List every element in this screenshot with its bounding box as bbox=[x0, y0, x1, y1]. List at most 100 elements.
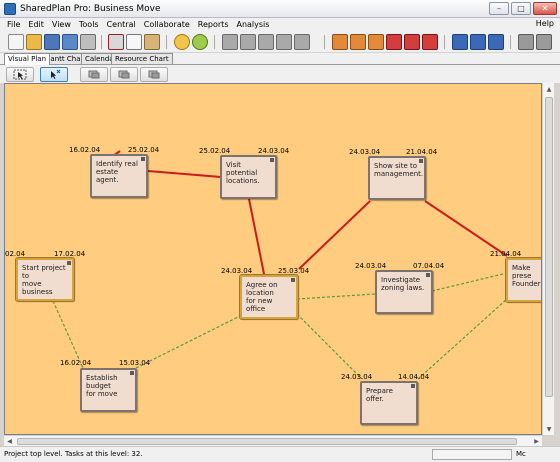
level-up-button[interactable] bbox=[140, 67, 168, 82]
tab-resource-chart[interactable]: Resource Chart bbox=[111, 53, 173, 64]
task-unlink-icon[interactable] bbox=[422, 34, 438, 50]
outline-icon[interactable] bbox=[222, 34, 238, 50]
resource-remove-icon[interactable] bbox=[368, 34, 384, 50]
new-document-icon[interactable] bbox=[8, 34, 24, 50]
group-button[interactable] bbox=[80, 67, 108, 82]
resource-assign-icon[interactable] bbox=[350, 34, 366, 50]
task-make-presentation[interactable]: Make prese Founders. bbox=[505, 257, 541, 303]
task-show-site[interactable]: Show site to management. bbox=[368, 156, 426, 200]
app-icon bbox=[4, 2, 16, 15]
menu-file[interactable]: File bbox=[7, 20, 21, 29]
scroll-right-icon[interactable]: ▶ bbox=[534, 438, 539, 445]
menu-central[interactable]: Central bbox=[106, 20, 136, 29]
undo-icon[interactable] bbox=[174, 34, 190, 50]
redo-icon[interactable] bbox=[192, 34, 208, 50]
outline-move-icon[interactable] bbox=[258, 34, 274, 50]
menu-view[interactable]: View bbox=[51, 20, 71, 29]
task-end-date: 21.04.04 bbox=[406, 148, 438, 156]
close-button[interactable]: ✕ bbox=[533, 2, 557, 15]
task-label: Show site to management. bbox=[374, 162, 424, 178]
view-tabs: Visual Plan Gantt Chart Calendar Resourc… bbox=[0, 53, 560, 65]
menu-tools[interactable]: Tools bbox=[78, 20, 99, 29]
scroll-thumb[interactable] bbox=[17, 438, 517, 445]
dependency-link[interactable] bbox=[52, 300, 84, 369]
task-end-date: 24.03.04 bbox=[258, 147, 290, 155]
status-text: Project top level. Tasks at this level: … bbox=[4, 450, 143, 458]
task-label: Establish budget for move bbox=[86, 374, 118, 398]
save-icon[interactable] bbox=[44, 34, 60, 50]
report-icon[interactable] bbox=[488, 34, 504, 50]
outline-up-icon[interactable] bbox=[276, 34, 292, 50]
scroll-left-icon[interactable]: ◀ bbox=[7, 438, 12, 445]
copy-icon[interactable] bbox=[126, 34, 142, 50]
critical-link[interactable] bbox=[147, 170, 222, 178]
task-start-date: 24.03.04 bbox=[355, 262, 387, 270]
critical-link[interactable] bbox=[298, 200, 371, 270]
resource-icon[interactable] bbox=[332, 34, 348, 50]
scroll-thumb[interactable] bbox=[545, 97, 553, 397]
preferences-icon[interactable] bbox=[536, 34, 552, 50]
task-end-date: 25.02.04 bbox=[128, 146, 160, 154]
scroll-down-icon[interactable]: ▼ bbox=[546, 425, 552, 433]
status-mode: Mc bbox=[516, 450, 526, 458]
dependency-link[interactable] bbox=[135, 314, 243, 369]
maximize-button[interactable]: □ bbox=[511, 2, 531, 15]
task-end-date: 07.04.04 bbox=[413, 262, 445, 270]
task-start-date: 24.03.04 bbox=[221, 267, 253, 275]
vertical-scrollbar[interactable]: ▲ ▼ bbox=[542, 83, 554, 435]
main-toolbar bbox=[0, 31, 560, 53]
menu-help[interactable]: Help bbox=[535, 19, 554, 28]
print-icon[interactable] bbox=[80, 34, 96, 50]
link-mode-button[interactable] bbox=[40, 67, 68, 82]
visual-plan-canvas[interactable]: 16.02.04 25.02.04 Identify real estate a… bbox=[4, 83, 542, 435]
outline-sub-icon[interactable] bbox=[240, 34, 256, 50]
calendar-settings-icon[interactable] bbox=[452, 34, 468, 50]
task-end-date: 25.03.04 bbox=[278, 267, 310, 275]
task-identify-agent[interactable]: Identify real estate agent. bbox=[90, 154, 148, 198]
task-type-icon[interactable] bbox=[386, 34, 402, 50]
tools-icon[interactable] bbox=[518, 34, 534, 50]
menu-analysis[interactable]: Analysis bbox=[236, 20, 270, 29]
calculate-icon[interactable] bbox=[470, 34, 486, 50]
ungroup-button[interactable] bbox=[110, 67, 138, 82]
critical-link[interactable] bbox=[248, 198, 266, 280]
task-investigate-zoning[interactable]: Investigate zoning laws. bbox=[375, 270, 433, 314]
task-label: Make prese Founders. bbox=[512, 264, 541, 288]
critical-link[interactable] bbox=[424, 200, 508, 257]
menu-reports[interactable]: Reports bbox=[197, 20, 229, 29]
task-label: Prepare offer. bbox=[366, 387, 393, 403]
tab-visual-plan[interactable]: Visual Plan bbox=[4, 53, 51, 65]
outline-down-icon[interactable] bbox=[294, 34, 310, 50]
task-establish-budget[interactable]: Establish budget for move bbox=[80, 368, 137, 412]
dependency-link[interactable] bbox=[431, 272, 508, 292]
dependency-link[interactable] bbox=[296, 313, 363, 380]
ungroup-icon bbox=[118, 70, 130, 79]
save-as-icon[interactable] bbox=[62, 34, 78, 50]
title-bar: SharedPlan Pro: Business Move – □ ✕ bbox=[0, 0, 560, 18]
task-start-date: 24.03.04 bbox=[349, 148, 381, 156]
select-mode-button[interactable] bbox=[6, 67, 34, 82]
level-up-icon bbox=[148, 70, 160, 79]
task-link-icon[interactable] bbox=[404, 34, 420, 50]
minimize-button[interactable]: – bbox=[489, 2, 509, 15]
paste-icon[interactable] bbox=[144, 34, 160, 50]
task-end-date: 15.03.04 bbox=[119, 359, 151, 367]
menu-edit[interactable]: Edit bbox=[28, 20, 44, 29]
open-folder-icon[interactable] bbox=[26, 34, 42, 50]
scroll-up-icon[interactable]: ▲ bbox=[546, 85, 552, 93]
task-start-date: 25.02.04 bbox=[199, 147, 231, 155]
status-pane bbox=[432, 449, 512, 460]
task-agree-location[interactable]: Agree on location for new office bbox=[239, 274, 299, 320]
menu-collaborate[interactable]: Collaborate bbox=[143, 20, 190, 29]
dependency-link[interactable] bbox=[296, 293, 376, 300]
task-start-project[interactable]: Start project to move business bbox=[15, 257, 75, 302]
cut-icon[interactable] bbox=[108, 34, 124, 50]
horizontal-scrollbar[interactable]: ◀ ▶ bbox=[4, 435, 542, 446]
task-prepare-offer[interactable]: Prepare offer. bbox=[360, 381, 418, 425]
task-start-date: 16.02.04 bbox=[60, 359, 92, 367]
task-visit-locations[interactable]: Visit potential locations. bbox=[220, 155, 277, 199]
task-start-date: 21.04.04 bbox=[490, 250, 522, 258]
task-label: Visit potential locations. bbox=[226, 161, 260, 185]
task-start-date: 24.03.04 bbox=[341, 373, 373, 381]
visual-plan-toolbar bbox=[0, 64, 560, 83]
